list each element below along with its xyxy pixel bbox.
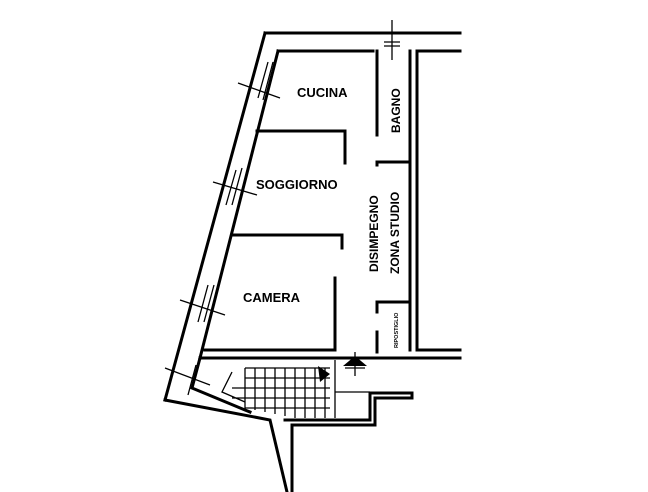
walls: [163, 31, 462, 492]
room-label-ripostiglio: RIPOSTIGLIO: [394, 312, 400, 348]
room-label-bagno: BAGNO: [389, 88, 403, 133]
room-label-disimpegno: DISIMPEGNO: [367, 195, 381, 272]
room-label-soggiorno: SOGGIORNO: [256, 177, 338, 192]
staircase: [221, 352, 370, 418]
room-label-zona-studio: ZONA STUDIO: [388, 192, 402, 274]
room-label-camera: CAMERA: [243, 290, 301, 305]
room-labels: CUCINA BAGNO SOGGIORNO DISIMPEGNO ZONA S…: [243, 85, 403, 348]
windows: [164, 20, 400, 396]
room-label-cucina: CUCINA: [297, 85, 348, 100]
